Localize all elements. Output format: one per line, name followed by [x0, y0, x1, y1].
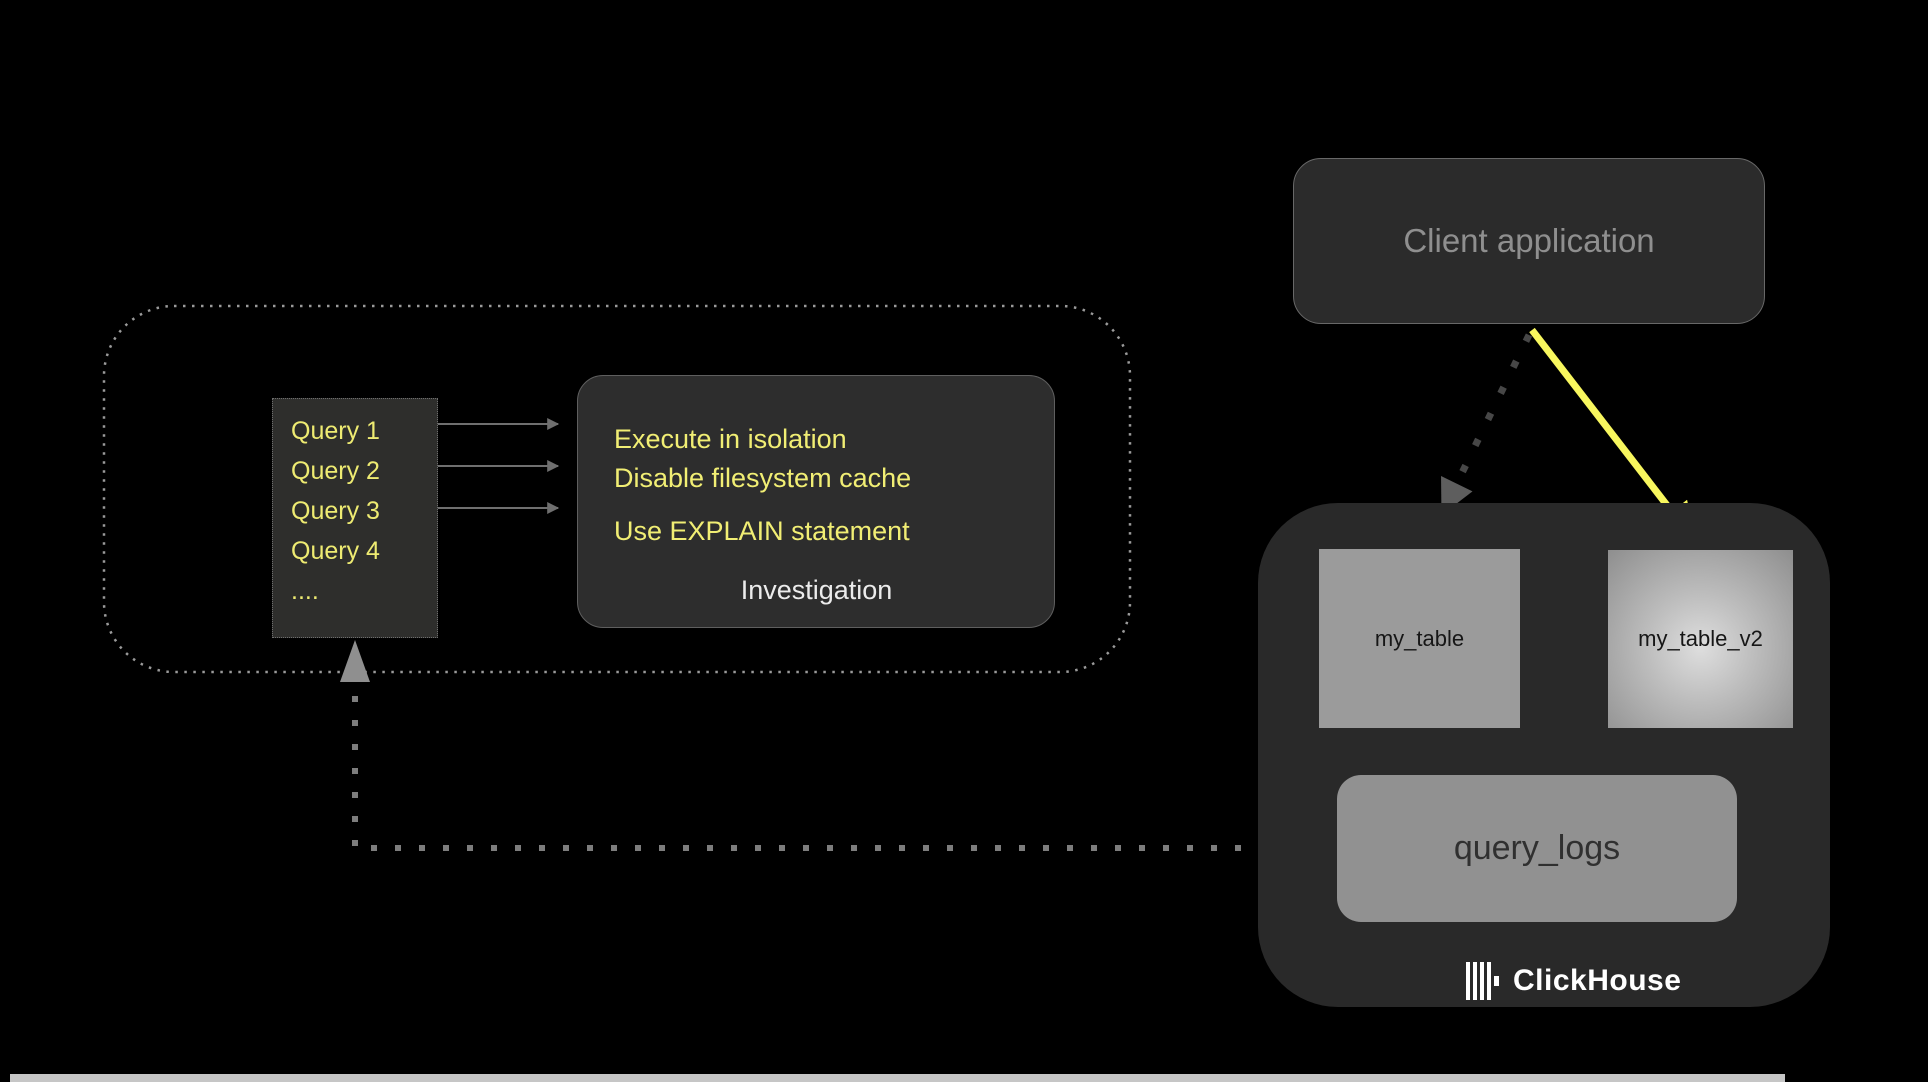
query-item: Query 1: [291, 417, 380, 445]
query-item-ellipsis: ....: [291, 577, 319, 605]
query-logs-box: query_logs: [1337, 775, 1737, 922]
my-table-v2-box: my_table_v2: [1608, 550, 1793, 728]
client-application-label: Client application: [1403, 222, 1655, 259]
query-item: Query 4: [291, 537, 380, 565]
client-to-my-table-dotted-arrow: [1439, 333, 1533, 516]
clickhouse-logo: ClickHouse: [1466, 961, 1681, 1001]
query-logs-to-queries-dotted-line: [352, 692, 1337, 851]
clickhouse-brand-label: ClickHouse: [1513, 964, 1682, 997]
clickhouse-logo-icon: [1466, 962, 1499, 1000]
clickhouse-container: my_table my_table_v2 query_logs ClickHou…: [1258, 503, 1830, 1007]
query-item: Query 3: [291, 497, 380, 525]
investigation-box: Execute in isolation Disable filesystem …: [577, 375, 1055, 628]
investigation-line: Execute in isolation: [614, 424, 847, 454]
query-logs-arrowhead-icon: [340, 640, 370, 682]
investigation-line: Disable filesystem cache: [614, 463, 912, 493]
bottom-edge-strip: [10, 1074, 1785, 1082]
investigation-box-title: Investigation: [740, 575, 893, 605]
my-table-box: my_table: [1319, 549, 1520, 728]
client-application-box: Client application: [1293, 158, 1765, 324]
query-item: Query 2: [291, 457, 380, 485]
investigation-line: Use EXPLAIN statement: [614, 516, 910, 546]
query-list-box: Query 1 Query 2 Query 3 Query 4 ....: [272, 398, 438, 638]
